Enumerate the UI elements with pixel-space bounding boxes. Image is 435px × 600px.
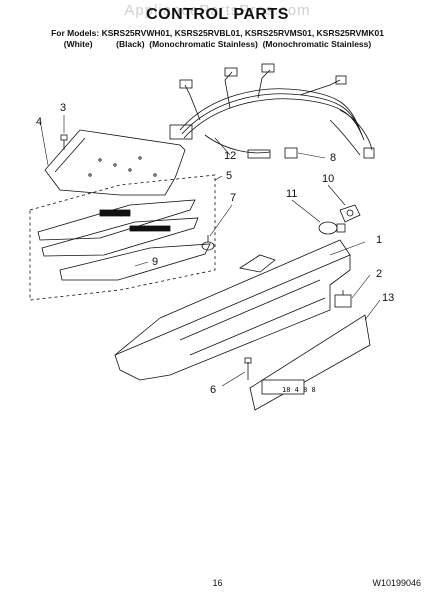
callout-6: 6 [210,384,217,396]
overlay-label-text: 18 4 8 8 [282,386,316,394]
control-boards [37,199,211,281]
control-board-assembly-outline [29,174,216,301]
clip-part [284,147,298,159]
callout-9: 9 [152,256,159,268]
callout-12: 12 [224,150,237,162]
control-overlay [249,314,371,411]
callout-7: 7 [230,192,237,204]
page-title: CONTROL PARTS [146,6,289,23]
leader-lines [39,115,381,387]
callout-11: 11 [286,188,298,200]
model-colors: (White) (Black) (Monochromatic Stainless… [63,39,372,49]
callout-2: 2 [376,268,383,280]
control-housing [114,239,351,381]
document-number: W10199046 [372,578,421,588]
wire-harness [169,63,375,159]
screw-part [60,134,68,150]
callout-8: 8 [330,152,337,164]
callout-4: 4 [36,116,43,128]
lamp-bulb [318,221,346,235]
model-numbers: For Models: KSRS25RVWH01, KSRS25RVBL01, … [51,28,384,38]
callout-10: 10 [322,173,335,185]
grommet-part [201,235,215,251]
callout-13: 13 [382,292,395,304]
callout-3: 3 [60,102,67,114]
callout-5: 5 [226,170,233,182]
model-list: For Models: KSRS25RVWH01, KSRS25RVBL01, … [0,28,435,50]
switch-part [334,290,352,308]
housing-screw [244,357,252,380]
lamp-socket [339,204,361,223]
watermark: AppliancePartsPros.com [124,2,311,19]
callout-1: 1 [376,234,383,246]
mounting-plate [44,129,186,196]
page-number: 16 [212,578,223,588]
